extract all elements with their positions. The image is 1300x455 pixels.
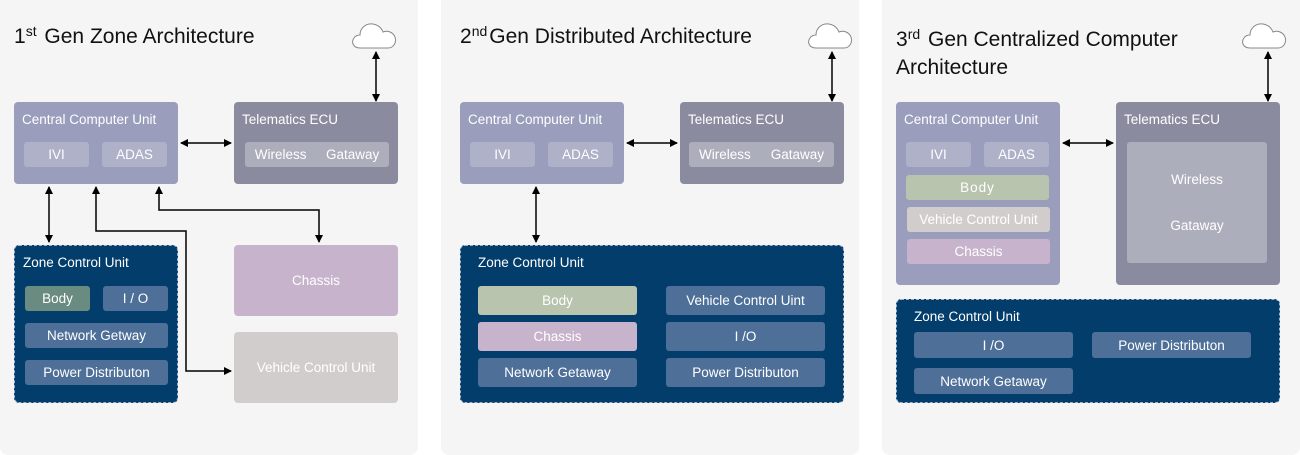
zone-control-unit: Zone Control Unit Body I / O Network Get… — [14, 245, 178, 403]
title-ordinal-suffix: st — [25, 23, 37, 39]
central-computer-unit: Central Computer Unit IVI ADAS — [460, 102, 624, 184]
vehicle-control-unit-label: Vehicle Control Unit — [256, 360, 376, 375]
wireless-label: Wireless — [254, 147, 307, 162]
chip-power-distribution: Power Distributon — [25, 360, 168, 385]
title-ordinal: 1 — [14, 25, 26, 48]
chip-network-gateway: Network Getaway — [478, 358, 637, 387]
telematics-label: Telematics ECU — [242, 112, 339, 127]
chip-wireless-gateway: Wireless Gataway — [245, 142, 389, 167]
central-computer-unit: Central Computer Unit IVI ADAS Body Vehi… — [896, 102, 1060, 285]
chip-wireless-gateway: Wireless Gataway — [1127, 142, 1267, 263]
chip-vehicle-control-unit: Vehicle Control Unit — [907, 207, 1050, 232]
title-text: Gen Distributed Architecture — [489, 25, 752, 48]
chip-network-gateway: Network Getaway — [914, 368, 1073, 394]
title-ordinal-suffix: rd — [907, 26, 921, 42]
chip-ivi: IVI — [24, 142, 89, 167]
cloud-icon — [352, 23, 396, 49]
wireless-label: Wireless — [698, 147, 751, 162]
panel-title: 1st Gen Zone Architecture — [14, 17, 255, 51]
title-text: Gen Centralized Computer — [927, 28, 1178, 51]
wireless-label: Wireless — [1171, 171, 1223, 187]
chip-body: Body — [906, 175, 1049, 200]
zone-control-label: Zone Control Unit — [478, 255, 584, 270]
chip-io: I / O — [103, 286, 168, 311]
title-ordinal-suffix: nd — [471, 23, 488, 39]
central-computer-label: Central Computer Unit — [904, 112, 1039, 127]
telematics-ecu: Telematics ECU Wireless Gataway — [234, 102, 398, 184]
chip-chassis: Chassis — [478, 322, 637, 351]
chip-chassis: Chassis — [907, 239, 1050, 264]
title-ordinal: 3 — [896, 28, 908, 51]
chip-adas: ADAS — [984, 142, 1049, 167]
chip-ivi: IVI — [470, 142, 535, 167]
panel-gen2: 2ndGen Distributed Architecture Central … — [441, 0, 859, 455]
chip-vehicle-control-unit: Vehicle Control Uint — [666, 286, 825, 315]
chassis-label: Chassis — [291, 273, 340, 288]
cloud-icon — [808, 23, 852, 49]
zone-control-unit: Zone Control Unit Body Vehicle Control U… — [460, 245, 844, 403]
vehicle-control-unit-box: Vehicle Control Unit — [234, 332, 398, 403]
chip-power-distribution: Power Distributon — [1092, 332, 1251, 358]
title-text: Gen Zone Architecture — [44, 25, 255, 48]
chip-network-gateway: Network Getway — [25, 323, 168, 348]
central-computer-label: Central Computer Unit — [468, 112, 603, 127]
cloud-icon — [1242, 23, 1286, 49]
title-text-line2: Architecture — [896, 56, 1009, 79]
zone-control-unit: Zone Control Unit I /O Power Distributon… — [896, 299, 1280, 403]
telematics-ecu: Telematics ECU Wireless Gataway — [680, 102, 844, 184]
panel-gen1: 1st Gen Zone Architecture Central Comput… — [0, 0, 418, 455]
chip-body: Body — [478, 286, 637, 315]
chassis-box: Chassis — [234, 245, 398, 316]
gateway-label: Gataway — [325, 147, 380, 162]
gateway-label: Gataway — [770, 147, 824, 162]
chip-body: Body — [25, 286, 90, 311]
zone-control-label: Zone Control Unit — [23, 255, 129, 270]
telematics-ecu: Telematics ECU Wireless Gataway — [1116, 102, 1280, 285]
chip-adas: ADAS — [548, 142, 613, 167]
central-computer-unit: Central Computer Unit IVI ADAS — [14, 102, 178, 184]
chip-io: I /O — [666, 322, 825, 351]
gateway-label: Gataway — [1170, 218, 1224, 234]
chip-power-distribution: Power Distributon — [666, 358, 825, 387]
chip-adas: ADAS — [102, 142, 167, 167]
telematics-label: Telematics ECU — [688, 112, 785, 127]
telematics-label: Telematics ECU — [1124, 112, 1221, 127]
central-computer-label: Central Computer Unit — [22, 112, 157, 127]
zone-control-label: Zone Control Unit — [914, 309, 1020, 324]
chip-io: I /O — [914, 332, 1073, 358]
chip-wireless-gateway: Wireless Gataway — [689, 142, 834, 167]
chip-ivi: IVI — [906, 142, 971, 167]
panel-title: 2ndGen Distributed Architecture — [460, 17, 752, 51]
title-ordinal: 2 — [460, 25, 472, 48]
